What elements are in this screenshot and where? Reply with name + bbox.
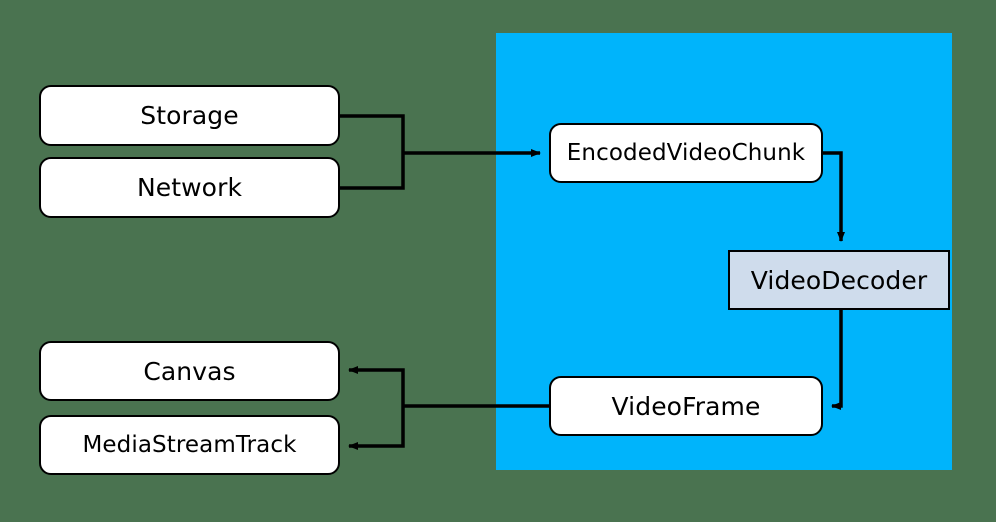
node-mediastreamtrack-label: MediaStreamTrack: [82, 431, 297, 458]
node-encodedvideochunk[interactable]: EncodedVideoChunk: [549, 123, 823, 183]
edge-storage-to-encodedvideochunk: [340, 114, 405, 153]
node-videoframe[interactable]: VideoFrame: [549, 376, 823, 436]
node-network[interactable]: Network: [39, 157, 340, 218]
node-encodedvideochunk-label: EncodedVideoChunk: [566, 139, 806, 166]
node-videodecoder[interactable]: VideoDecoder: [728, 250, 950, 310]
edge-videodecoder-to-videoframe: [831, 310, 843, 410]
node-storage[interactable]: Storage: [39, 85, 340, 146]
edge-videoframe-to-mediastreamtrack: [348, 406, 405, 450]
node-mediastreamtrack[interactable]: MediaStreamTrack: [39, 415, 340, 475]
edge-network-to-encodedvideochunk: [340, 153, 405, 190]
node-canvas[interactable]: Canvas: [39, 341, 340, 401]
node-videoframe-label: VideoFrame: [611, 391, 761, 421]
edge-encodedvideochunk-to-videodecoder: [823, 151, 845, 242]
node-storage-label: Storage: [140, 101, 239, 130]
node-canvas-label: Canvas: [143, 356, 236, 386]
edge-videoframe-to-canvas: [348, 366, 405, 406]
node-videodecoder-label: VideoDecoder: [750, 265, 928, 295]
node-network-label: Network: [136, 173, 243, 202]
